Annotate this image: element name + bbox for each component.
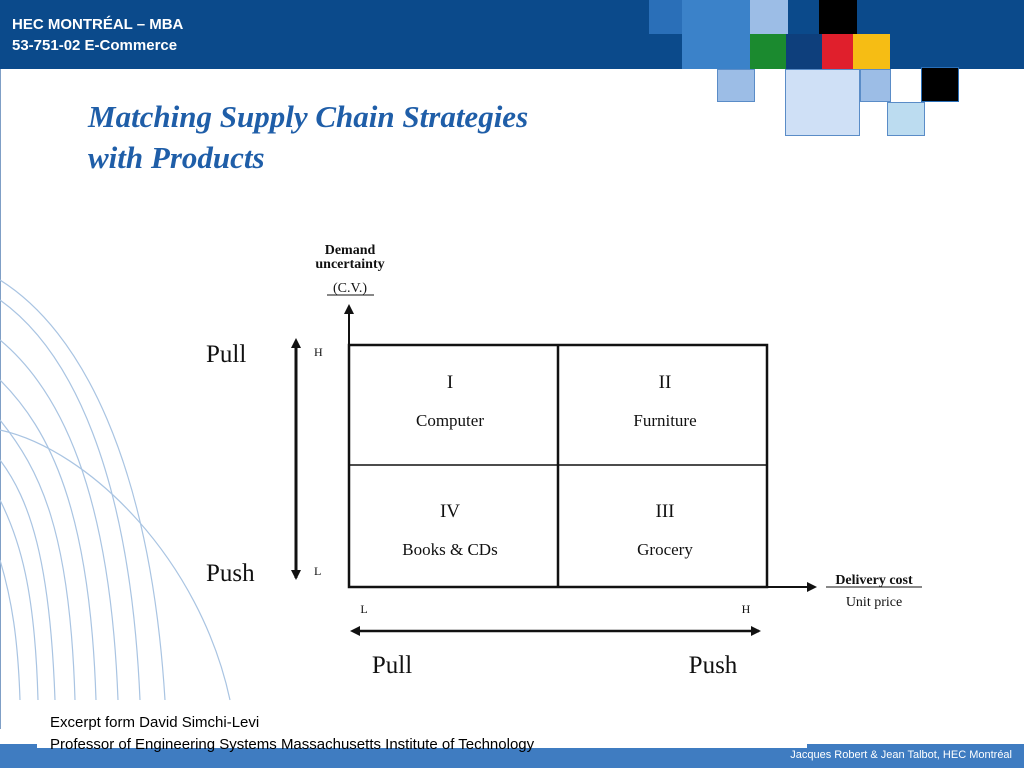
quadrant-label-3: Grocery [637, 540, 693, 559]
bottom-pull-label: Pull [372, 652, 412, 679]
quadrant-label-4: Books & CDs [402, 540, 497, 559]
x-axis-title-line-2: Unit price [846, 595, 902, 610]
quadrant-numeral-1: I [447, 372, 453, 393]
x-axis-title-line-1: Delivery cost [835, 573, 913, 588]
left-border-line [0, 69, 1, 729]
quadrant-label-1: Computer [416, 411, 484, 430]
y-axis-high-label: H [314, 345, 323, 359]
x-axis-high-label: H [742, 602, 751, 616]
header-line-1: HEC MONTRÉAL – MBA [12, 16, 184, 33]
title-line-1: Matching Supply Chain Strategies [88, 99, 529, 134]
left-push-label: Push [206, 560, 255, 587]
title-line-2: with Products [88, 140, 265, 175]
quadrant-numeral-4: IV [440, 501, 460, 522]
slide-title: Matching Supply Chain Strategies with Pr… [88, 96, 528, 178]
footer-band [0, 744, 1024, 768]
source-credit: Excerpt form David Simchi-Levi Professor… [50, 712, 534, 756]
y-axis-title-line-3: (C.V.) [333, 281, 367, 296]
bottom-push-label: Push [689, 652, 738, 679]
footer-text-panel [37, 708, 807, 748]
quadrant-numeral-3: III [656, 501, 675, 522]
header-line-2: 53-751-02 E-Commerce [12, 37, 178, 54]
y-axis-low-label: L [314, 564, 321, 578]
author-credit: Jacques Robert & Jean Talbot, HEC Montré… [790, 749, 1012, 761]
left-pull-label: Pull [206, 341, 246, 368]
course-header: HEC MONTRÉAL – MBA 53-751-02 E-Commerce [12, 14, 183, 56]
y-axis-title-line-2: uncertainty [315, 257, 384, 272]
quadrant-label-2: Furniture [633, 411, 696, 430]
x-axis-low-label: L [360, 602, 367, 616]
source-credit-line-2: Professor of Engineering Systems Massach… [50, 736, 535, 753]
y-axis-title-line-1: Demand [325, 243, 376, 258]
source-credit-line-1: Excerpt form David Simchi-Levi [50, 714, 260, 731]
quadrant-numeral-2: II [659, 372, 672, 393]
